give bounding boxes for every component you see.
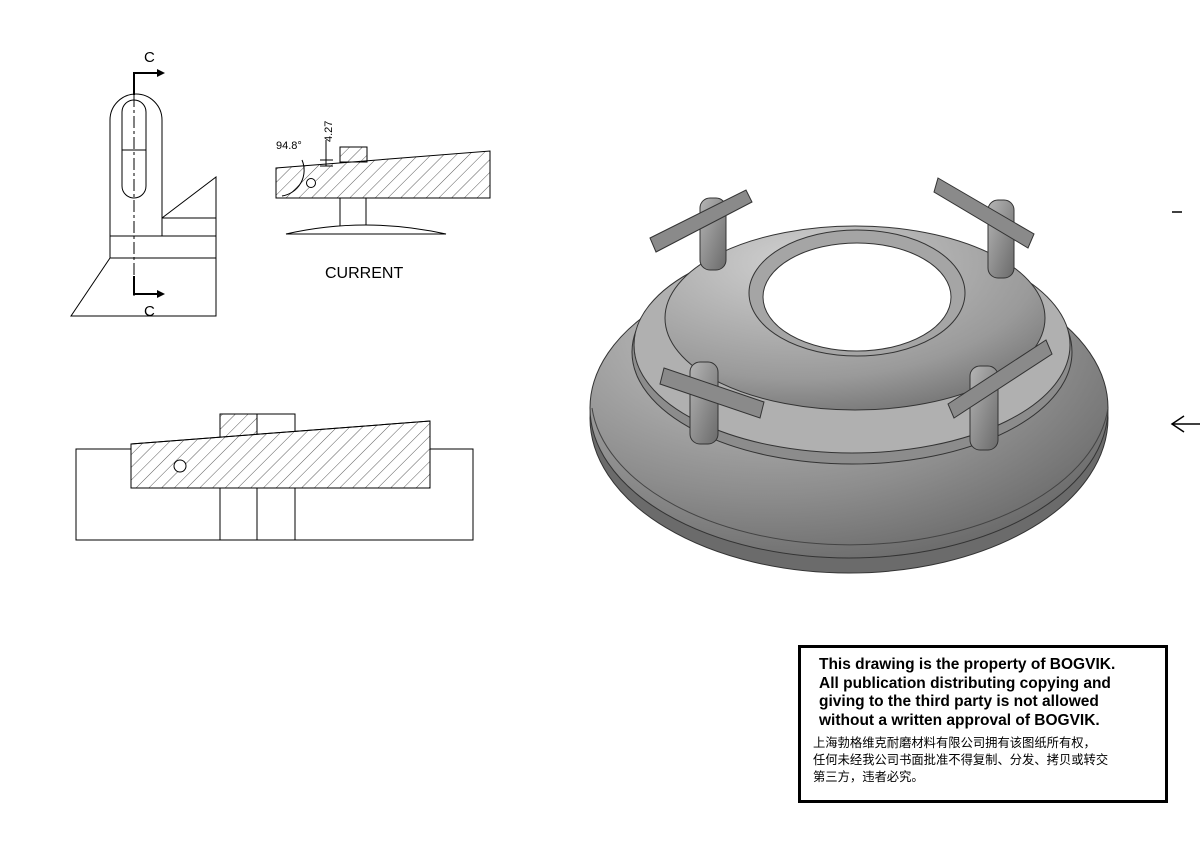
notice-english-line: giving to the third party is not allowed — [819, 693, 1099, 710]
lug-front-left — [659, 361, 765, 445]
isometric-model — [589, 177, 1109, 574]
angle-dimension: 94.8° — [276, 140, 302, 152]
notice-english-line: All publication distributing copying and — [819, 674, 1111, 692]
edge-arrow-icon — [1170, 415, 1200, 433]
lug-front-right — [947, 339, 1053, 451]
ownership-notice: This drawing is the property of BOGVIK. … — [798, 645, 1168, 803]
section-view: C C — [70, 49, 217, 320]
notice-english: This drawing is the property of BOGVIK. … — [819, 656, 1157, 730]
notice-english-line: This drawing is the property of BOGVIK. — [819, 656, 1116, 673]
offset-dimension: 4.27 — [323, 121, 335, 142]
side-view — [75, 413, 474, 541]
current-view-label: CURRENT — [325, 265, 403, 282]
lug-back-left — [649, 189, 753, 271]
section-marker-bottom: C — [144, 303, 155, 320]
notice-chinese-line: 任何未经我公司书面批准不得复制、分发、拷贝或转交 — [813, 753, 1109, 767]
lug-back-right — [933, 177, 1035, 279]
current-view: 94.8° 4.27 CURRENT — [275, 121, 491, 282]
notice-english-line: without a written approval of BOGVIK. — [819, 711, 1100, 729]
notice-chinese: 上海勃格维克耐磨材料有限公司拥有该图纸所有权， 任何未经我公司书面批准不得复制、… — [813, 735, 1157, 786]
notice-chinese-line: 第三方，违者必究。 — [813, 770, 924, 784]
section-marker-top: C — [144, 49, 155, 66]
notice-chinese-line: 上海勃格维克耐磨材料有限公司拥有该图纸所有权， — [813, 736, 1096, 750]
